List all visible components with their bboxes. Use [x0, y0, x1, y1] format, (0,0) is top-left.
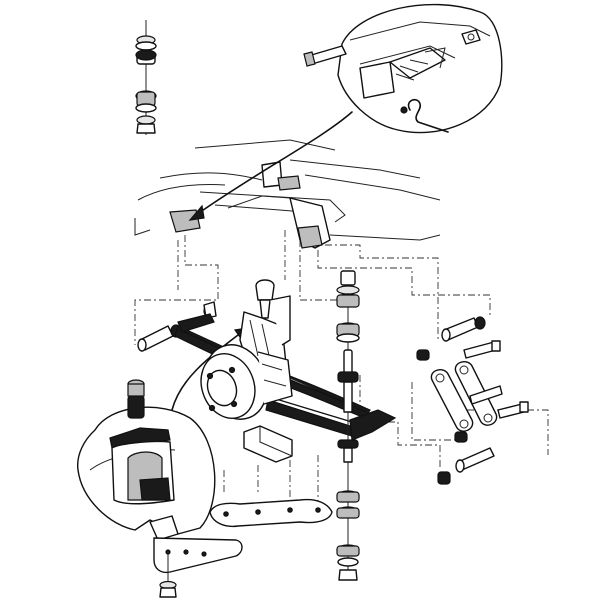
detail-circle-mount-top: [303, 3, 503, 134]
lower-brackets: [209, 425, 333, 528]
chassis-frame: [134, 139, 441, 249]
parts-stack-top-left: [135, 20, 157, 135]
detail-circle-spring-mount: [77, 379, 243, 598]
wheel-hub: [200, 344, 293, 420]
shock-mount-stack: [336, 270, 360, 581]
spring-shackle-assembly: [416, 316, 529, 485]
